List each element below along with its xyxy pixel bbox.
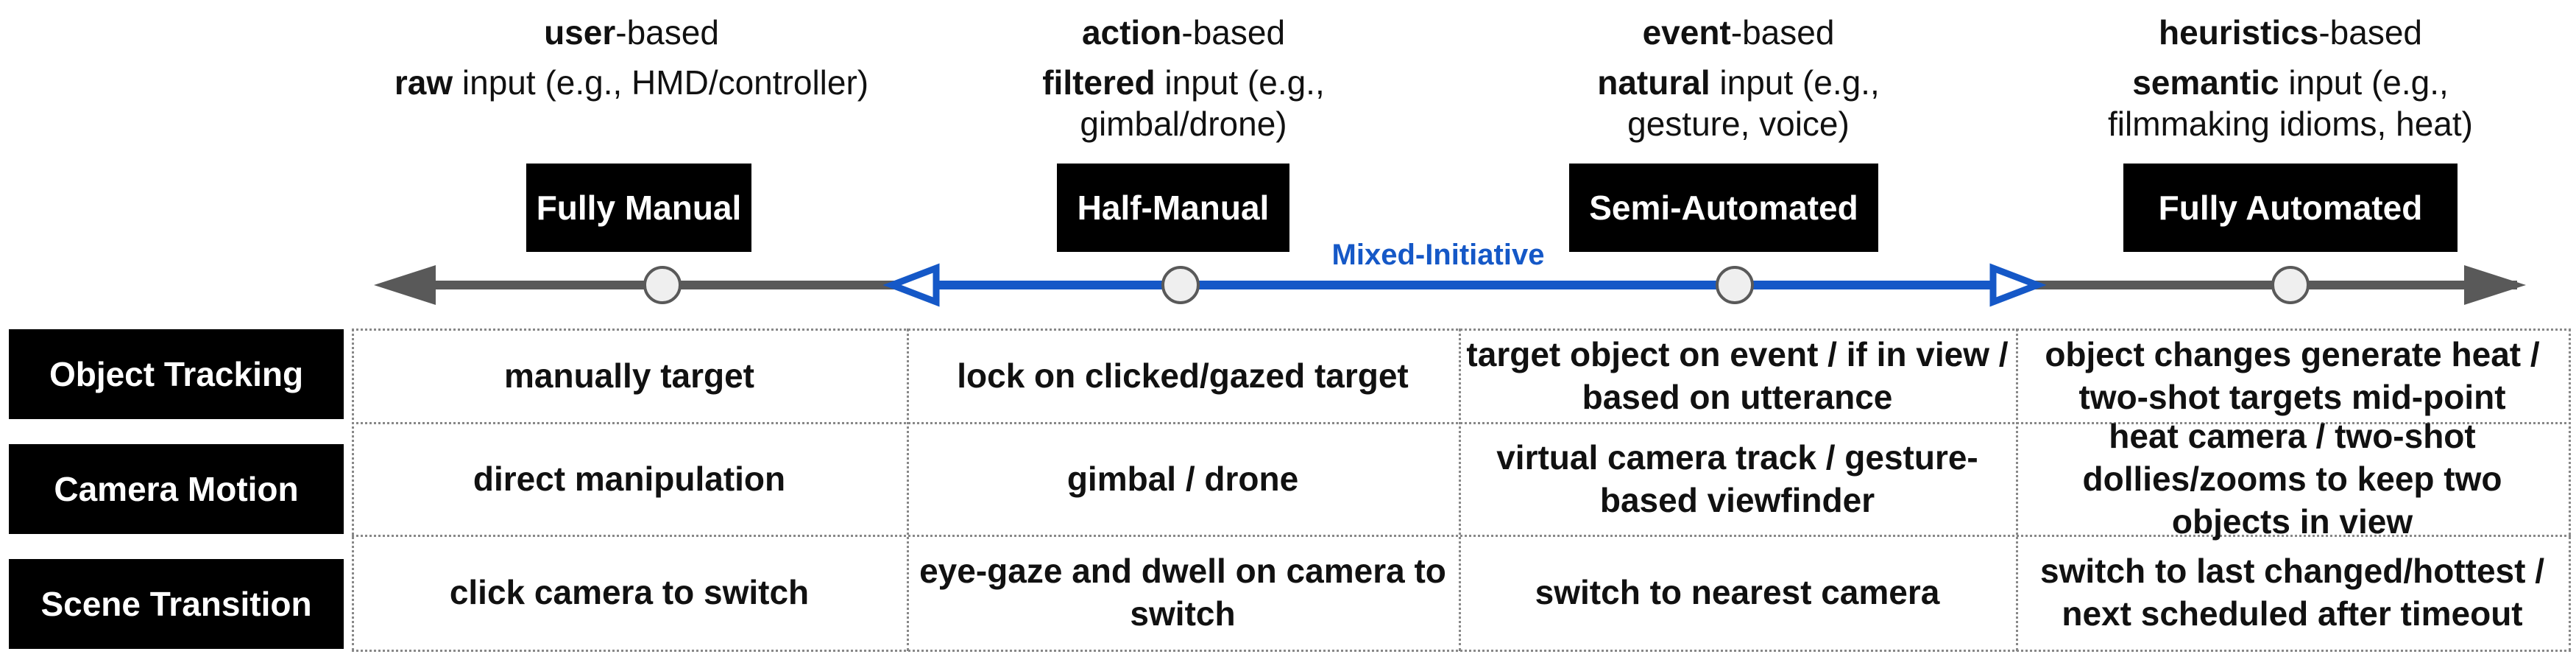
basis-label: action-based [1081, 13, 1286, 52]
axis-marker-fully-automated [2271, 266, 2310, 304]
basis-label: heuristics-based [2159, 13, 2422, 52]
row-label-scene-transition: Scene Transition [9, 559, 344, 649]
basis-label: event-based [1642, 13, 1835, 52]
cell-object-tracking-fully-automated: object changes generate heat / two-shot … [2045, 334, 2540, 416]
technique-grid: manually target lock on clicked/gazed ta… [352, 328, 2571, 652]
cell-scene-transition-half-manual: eye-gaze and dwell on camera to switch [919, 552, 1446, 633]
autonomy-axis [374, 263, 2526, 307]
cell-camera-motion-half-manual: gimbal / drone [1066, 459, 1299, 498]
cell-scene-transition-fully-automated: switch to last changed/hottest / next sc… [2040, 552, 2544, 633]
cell-camera-motion-semi-automated: virtual camera track / gesture-based vie… [1496, 438, 1978, 519]
mixed-initiative-label: Mixed-Initiative [1331, 239, 1545, 271]
mode-semi-automated: Semi-Automated [1569, 164, 1878, 252]
mode-half-manual: Half-Manual [1057, 164, 1289, 252]
row-label-object-tracking: Object Tracking [9, 329, 344, 419]
cell-scene-transition-semi-automated: switch to nearest camera [1535, 573, 1940, 611]
cell-object-tracking-semi-automated: target object on event / if in view / ba… [1466, 334, 2009, 416]
axis-left-arrowhead [374, 265, 436, 305]
axis-right-arrowhead [2464, 265, 2526, 305]
cell-camera-motion-fully-automated: heat camera / two-shot dollies/zooms to … [2082, 416, 2502, 541]
mode-fully-manual: Fully Manual [526, 164, 751, 252]
axis-marker-half-manual [1161, 266, 1200, 304]
mixed-left-arrowhead [882, 263, 940, 307]
mixed-right-arrowhead [1989, 263, 2047, 307]
cell-object-tracking-half-manual: lock on clicked/gazed target [957, 356, 1409, 395]
basis-label: user-based [544, 13, 719, 52]
row-label-camera-motion: Camera Motion [9, 444, 344, 534]
input-label: semantic input (e.g., filmmaking idioms,… [2108, 63, 2473, 143]
axis-marker-manual [643, 266, 682, 304]
cell-camera-motion-manual: direct manipulation [473, 459, 786, 498]
cell-scene-transition-manual: click camera to switch [449, 573, 810, 611]
cell-object-tracking-manual: manually target [504, 356, 754, 395]
input-label: raw input (e.g., HMD/controller) [394, 63, 869, 102]
input-label: natural input (e.g., gesture, voice) [1597, 63, 1880, 143]
input-label: filtered input (e.g., gimbal/drone) [1042, 63, 1325, 143]
mode-fully-automated: Fully Automated [2123, 164, 2458, 252]
axis-marker-semi-automated [1716, 266, 1754, 304]
